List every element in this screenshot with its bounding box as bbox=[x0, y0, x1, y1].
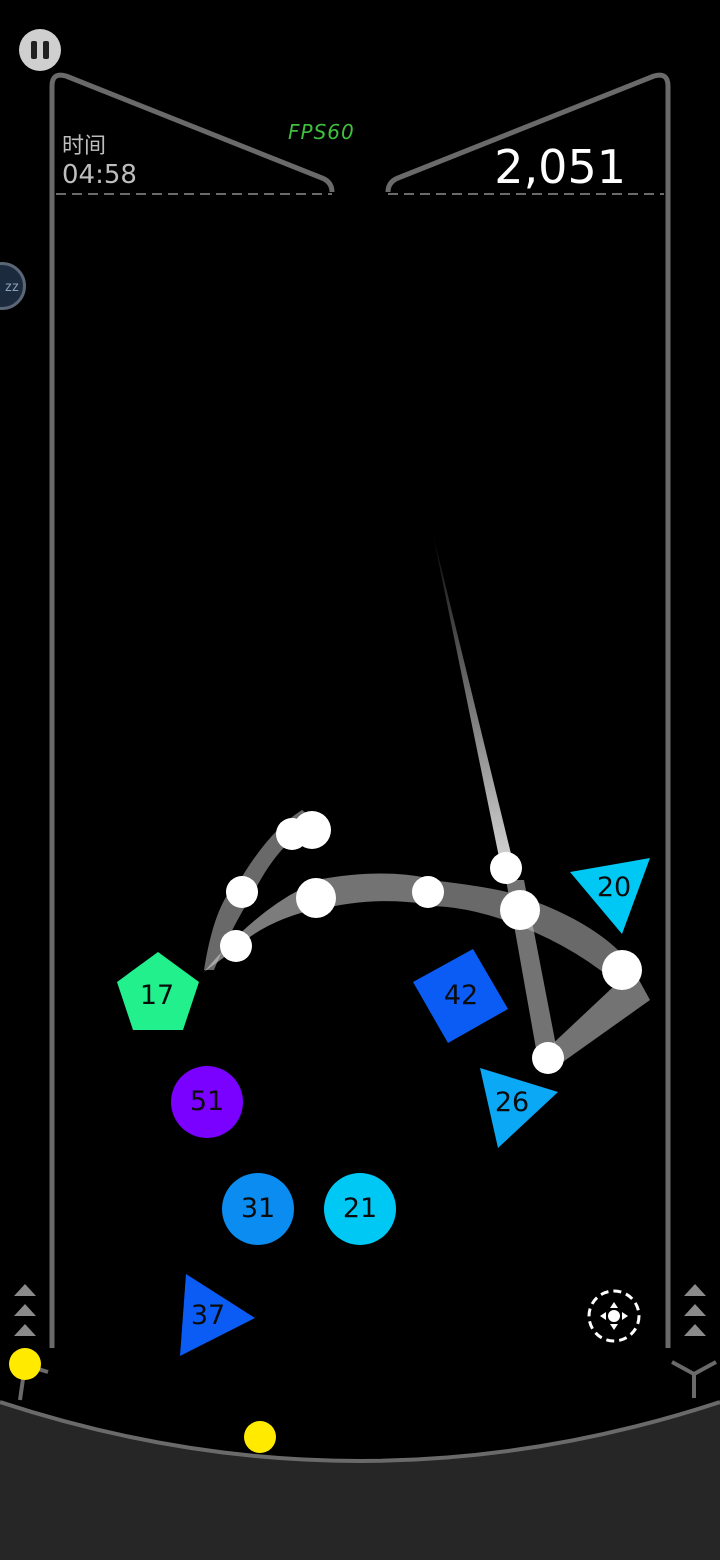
ball bbox=[500, 890, 540, 930]
ball bbox=[412, 876, 444, 908]
block-label: 42 bbox=[443, 980, 479, 1011]
balls bbox=[220, 811, 642, 1074]
pause-icon bbox=[31, 41, 37, 59]
fps-counter: FPS60 bbox=[288, 120, 355, 144]
ball bbox=[532, 1042, 564, 1074]
target-icon[interactable] bbox=[587, 1289, 641, 1343]
ball bbox=[296, 878, 336, 918]
block-label: 31 bbox=[240, 1193, 276, 1224]
score: 2,051 bbox=[494, 140, 626, 194]
block-circle-31 bbox=[222, 1173, 294, 1245]
ball bbox=[490, 852, 522, 884]
block-triangle-20 bbox=[570, 858, 650, 934]
time-value: 04:58 bbox=[62, 160, 137, 190]
next-ball bbox=[244, 1421, 276, 1453]
ball bbox=[602, 950, 642, 990]
right-wall bbox=[385, 72, 671, 1348]
block-label: 20 bbox=[596, 872, 632, 903]
block-label: 37 bbox=[190, 1300, 226, 1331]
ball bbox=[276, 818, 308, 850]
block-square-42 bbox=[413, 949, 508, 1043]
pause-button[interactable] bbox=[19, 29, 61, 71]
left-wall bbox=[49, 72, 335, 1348]
block-label: 21 bbox=[342, 1193, 378, 1224]
launcher-ball bbox=[9, 1348, 41, 1380]
block-label: 17 bbox=[139, 980, 175, 1011]
right-launcher bbox=[671, 1360, 717, 1398]
block-triangle-37 bbox=[180, 1274, 255, 1356]
block-circle-51 bbox=[171, 1066, 243, 1138]
time-label: 时间 bbox=[62, 134, 107, 159]
sleep-icon: zz bbox=[5, 278, 19, 294]
left-speed-chevrons[interactable] bbox=[14, 1284, 36, 1336]
block-circle-21 bbox=[324, 1173, 396, 1245]
left-launcher bbox=[9, 1348, 49, 1401]
ball bbox=[226, 876, 258, 908]
block-pentagon-17 bbox=[117, 952, 199, 1030]
block-label: 26 bbox=[494, 1087, 530, 1118]
floor bbox=[0, 1402, 720, 1560]
ball bbox=[220, 930, 252, 962]
floor-edge bbox=[0, 1400, 720, 1463]
right-speed-chevrons[interactable] bbox=[684, 1284, 706, 1336]
block-triangle-26 bbox=[480, 1068, 558, 1148]
block-label: 51 bbox=[189, 1086, 225, 1117]
